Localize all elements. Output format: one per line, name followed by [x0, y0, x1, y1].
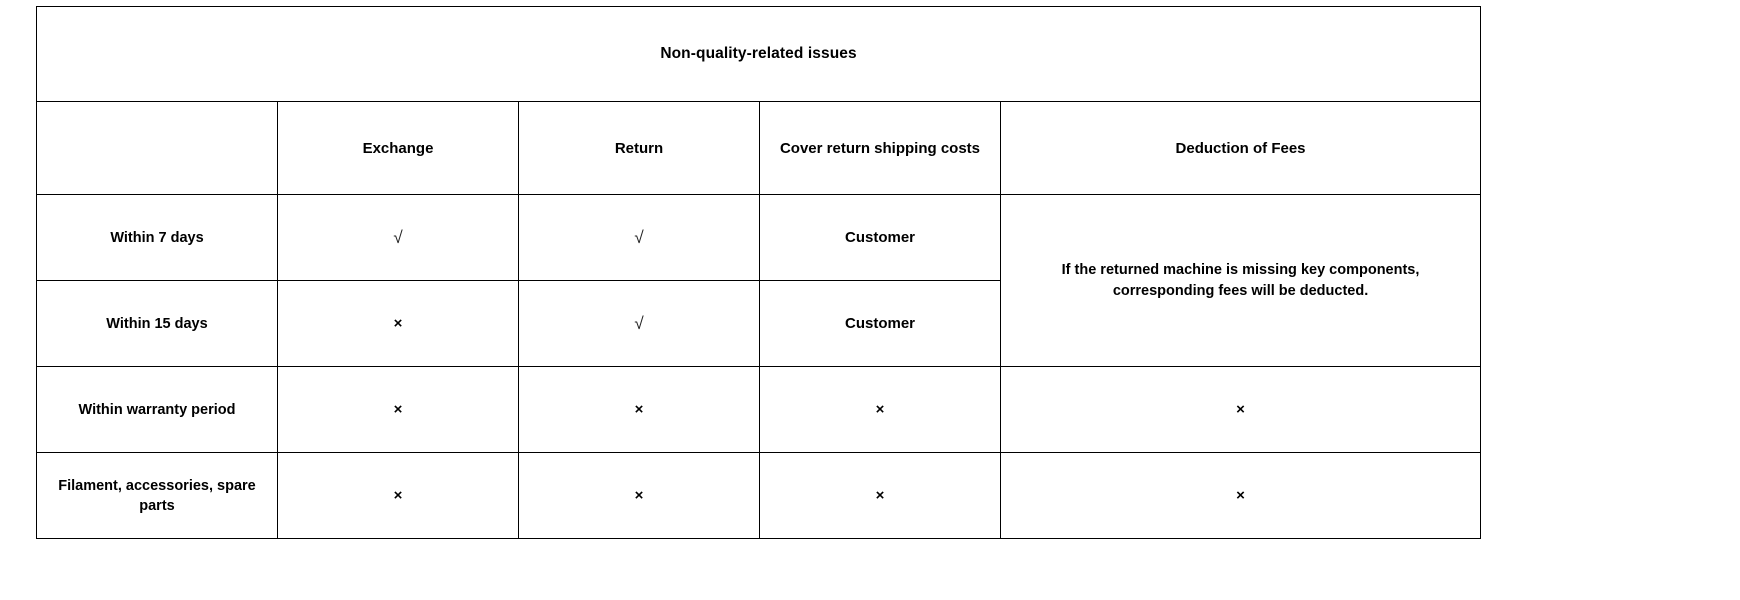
cell-shipping-within-warranty-period: × — [759, 366, 1001, 453]
table-row: Filament, accessories, spare parts × × ×… — [36, 452, 1482, 539]
table-row: Within warranty period × × × × — [36, 366, 1482, 453]
column-header-blank — [36, 101, 278, 195]
cell-exchange-within-7-days: √ — [277, 194, 519, 281]
cell-fees-note-merged: If the returned machine is missing key c… — [999, 194, 1482, 367]
cell-fees-filament-accessories-spare-parts: × — [999, 452, 1482, 539]
row-label-within-warranty-period: Within warranty period — [36, 366, 278, 453]
table-header-row: Exchange Return Cover return shipping co… — [36, 101, 1482, 195]
cell-shipping-filament-accessories-spare-parts: × — [759, 452, 1001, 539]
row-label-within-7-days: Within 7 days — [36, 194, 278, 281]
cell-exchange-filament-accessories-spare-parts: × — [277, 452, 519, 539]
column-header-return: Return — [518, 101, 760, 195]
cell-fees-within-warranty-period: × — [999, 366, 1482, 453]
row-label-within-15-days: Within 15 days — [36, 280, 278, 367]
table-title-row: Non-quality-related issues — [35, 6, 1482, 102]
cell-exchange-within-15-days: × — [277, 280, 519, 367]
table-row: Within 15 days × √ Customer — [36, 280, 1481, 367]
table-title: Non-quality-related issues — [35, 6, 1482, 102]
cell-return-filament-accessories-spare-parts: × — [518, 452, 760, 539]
cell-shipping-within-7-days: Customer — [759, 194, 1001, 281]
column-header-shipping: Cover return shipping costs — [759, 101, 1001, 195]
return-policy-table: Non-quality-related issues Exchange Retu… — [35, 6, 1482, 539]
table-row: Within 7 days √ √ Customer If the return… — [36, 194, 1482, 367]
cell-shipping-within-15-days: Customer — [759, 280, 1001, 367]
cell-return-within-warranty-period: × — [518, 366, 760, 453]
cell-exchange-within-warranty-period: × — [277, 366, 519, 453]
cell-return-within-7-days: √ — [518, 194, 760, 281]
cell-return-within-15-days: √ — [518, 280, 760, 367]
row-label-filament-accessories-spare-parts: Filament, accessories, spare parts — [36, 452, 278, 539]
column-header-exchange: Exchange — [277, 101, 519, 195]
column-header-deduction-of-fees: Deduction of Fees — [999, 101, 1482, 195]
